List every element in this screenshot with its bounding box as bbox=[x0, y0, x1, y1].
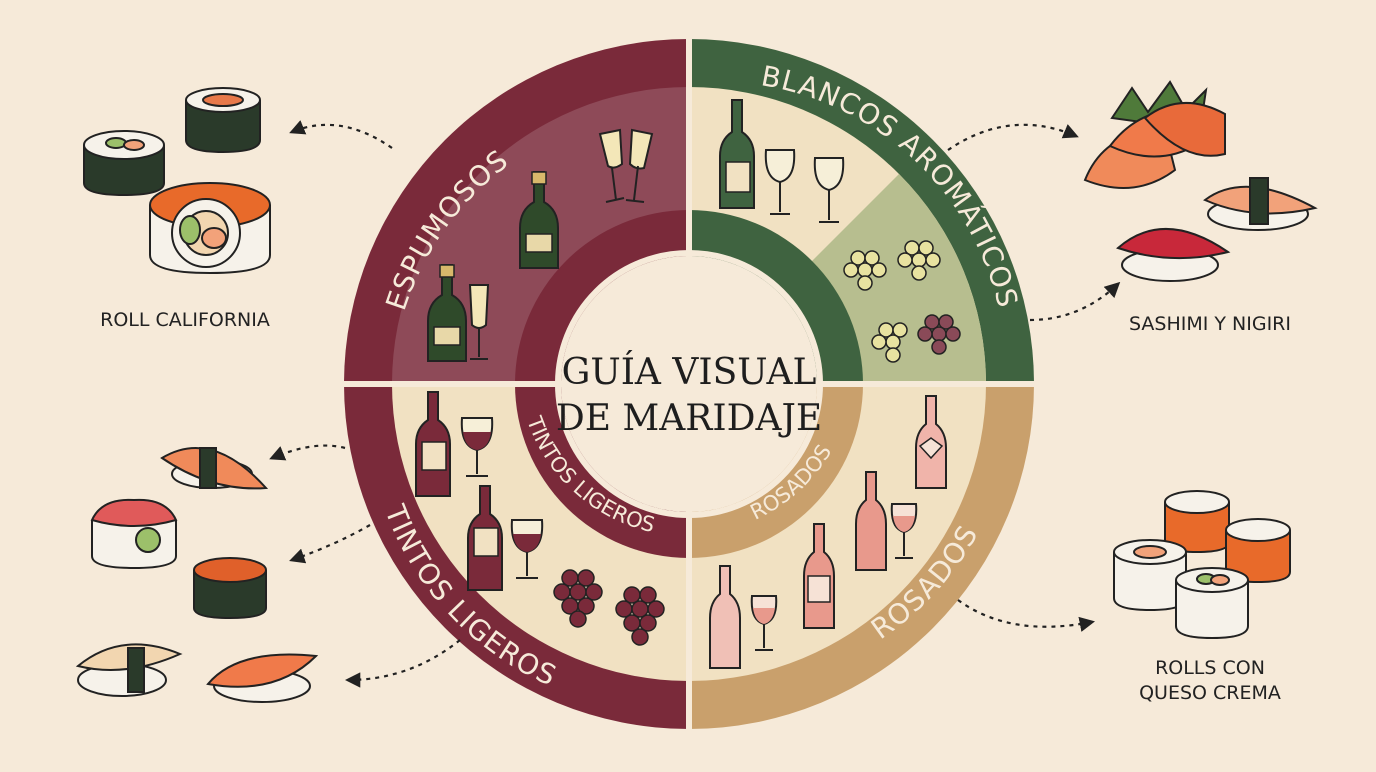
rose-wine-bottle-icon bbox=[803, 523, 835, 629]
rose-wine-bottle-icon bbox=[709, 565, 741, 669]
maki-roll-icon bbox=[1175, 567, 1249, 640]
white-grapes-icon bbox=[843, 240, 941, 363]
maki-roll-icon bbox=[185, 87, 261, 154]
red-grapes-icon bbox=[553, 569, 665, 646]
white-wine-glass-icon bbox=[764, 149, 796, 215]
tuna-nigiri-icon bbox=[1116, 228, 1231, 282]
white-wine-glass-icon bbox=[813, 157, 845, 223]
toasting-glasses-icon bbox=[598, 128, 654, 203]
center-title-line1: GUÍA VISUAL bbox=[562, 351, 817, 393]
red-wine-glass-icon bbox=[460, 417, 494, 477]
red-wine-bottle-icon bbox=[415, 391, 451, 497]
sashimi-slice-icon bbox=[1143, 102, 1226, 157]
flute-glass-icon bbox=[468, 284, 490, 360]
maki-roll-icon bbox=[83, 130, 165, 197]
arrow-rosados-to-rolls bbox=[957, 599, 1096, 632]
center-title-line2: DE MARIDAJE bbox=[556, 398, 822, 439]
tintos-sushi-illustration bbox=[75, 447, 319, 703]
rose-wine-bottle-icon bbox=[855, 471, 887, 571]
california-roll-icon bbox=[149, 182, 271, 275]
rose-wine-bottle-icon bbox=[915, 395, 947, 489]
sashimi-nigiri-illustration bbox=[1083, 80, 1318, 282]
red-wine-glass-icon bbox=[510, 519, 544, 579]
white-wine-bottle-icon bbox=[719, 99, 755, 209]
arrow-espumosos-to-roll-california bbox=[289, 120, 393, 149]
label-roll-california: ROLL CALIFORNIA bbox=[100, 309, 270, 331]
label-rolls-queso-line1: ROLLS CON bbox=[1155, 657, 1265, 679]
cream-cheese-rolls-illustration bbox=[1113, 490, 1291, 640]
label-rolls-queso-crema: ROLLS CON QUESO CREMA bbox=[1100, 656, 1320, 706]
rose-wine-glass-icon bbox=[750, 595, 778, 651]
arrow-blancos-to-sashimi bbox=[947, 123, 1079, 151]
tuna-roll-icon bbox=[90, 498, 178, 570]
champagne-bottle-icon bbox=[519, 171, 559, 269]
arrow-tintos-to-ikura bbox=[289, 524, 371, 564]
orange-roll-icon bbox=[1164, 490, 1230, 554]
arrow-blancos-to-nigiri bbox=[1029, 281, 1121, 322]
champagne-bottle-icon bbox=[427, 264, 467, 362]
arrow-tintos-to-nigiri bbox=[269, 444, 346, 461]
label-rolls-queso-line2: QUESO CREMA bbox=[1139, 682, 1281, 704]
arrow-tintos-to-salmon-nigiri bbox=[344, 639, 461, 688]
rose-wine-glass-icon bbox=[890, 503, 918, 559]
hamachi-nigiri-icon bbox=[75, 643, 183, 697]
red-wine-bottle-icon bbox=[467, 485, 503, 591]
red-grapes-icon bbox=[917, 314, 961, 355]
orange-roll-icon bbox=[1225, 518, 1291, 584]
roll-california-illustration bbox=[83, 87, 271, 275]
nigiri-icon bbox=[1203, 177, 1318, 231]
maki-roll-icon bbox=[1113, 539, 1187, 612]
label-sashimi-nigiri: SASHIMI Y NIGIRI bbox=[1129, 313, 1291, 335]
ikura-gunkan-icon bbox=[193, 557, 267, 620]
salmon-nigiri-icon bbox=[206, 653, 319, 703]
salmon-nigiri-icon bbox=[160, 447, 269, 490]
